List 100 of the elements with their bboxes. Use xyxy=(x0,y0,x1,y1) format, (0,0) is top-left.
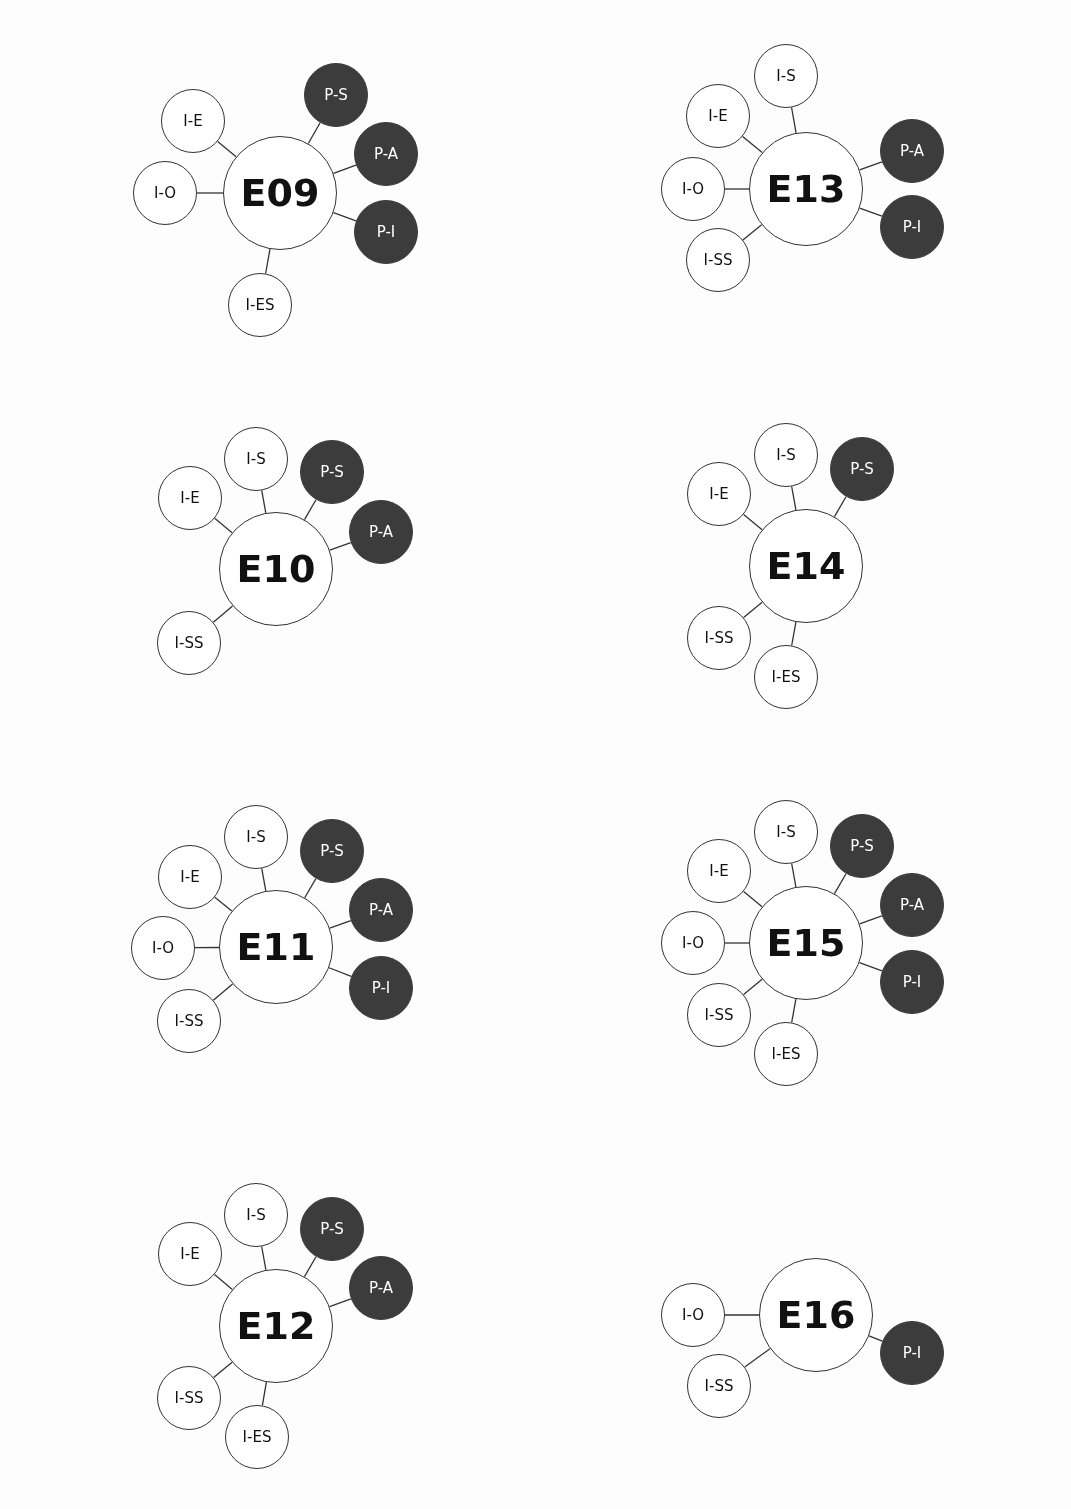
connector-line xyxy=(868,1335,883,1342)
connector-line xyxy=(214,896,233,912)
connector-line xyxy=(214,517,233,534)
node-circle: I-SS xyxy=(687,1354,751,1418)
node-circle: I-S xyxy=(224,1183,288,1247)
connector-line xyxy=(196,192,224,194)
connector-line xyxy=(833,873,847,895)
hub-circle: E12 xyxy=(219,1269,333,1383)
node-circle: P-A xyxy=(354,122,418,186)
node-circle: P-S xyxy=(830,437,894,501)
connector-line xyxy=(833,496,847,518)
node-circle: P-S xyxy=(304,63,368,127)
node-circle: P-I xyxy=(880,950,944,1014)
node-circle: I-SS xyxy=(687,606,751,670)
connector-line xyxy=(790,106,797,134)
connector-line xyxy=(303,499,317,521)
connector-line xyxy=(213,1361,233,1379)
connector-line xyxy=(212,983,234,1001)
node-circle: I-S xyxy=(754,800,818,864)
connector-line xyxy=(724,188,750,190)
node-circle: I-ES xyxy=(225,1405,289,1469)
node-circle: I-O xyxy=(133,161,197,225)
node-circle: I-E xyxy=(687,462,751,526)
connector-line xyxy=(791,862,797,888)
node-circle: I-E xyxy=(158,466,222,530)
connector-line xyxy=(743,978,763,996)
node-circle: I-O xyxy=(661,1283,725,1347)
node-circle: P-A xyxy=(880,873,944,937)
node-circle: P-A xyxy=(349,878,413,942)
node-circle: P-I xyxy=(349,956,413,1020)
connector-line xyxy=(724,1314,760,1316)
hub-circle: E15 xyxy=(749,886,863,1000)
node-circle: I-O xyxy=(661,157,725,221)
node-circle: I-ES xyxy=(754,645,818,709)
connector-line xyxy=(742,224,763,241)
connector-line xyxy=(213,1273,233,1291)
connector-line xyxy=(859,207,883,217)
node-circle: P-A xyxy=(880,119,944,183)
node-circle: P-I xyxy=(880,195,944,259)
connector-line xyxy=(329,920,352,929)
node-circle: I-E xyxy=(158,1222,222,1286)
connector-line xyxy=(265,248,271,275)
node-circle: P-I xyxy=(880,1321,944,1385)
connector-line xyxy=(859,161,883,171)
node-circle: I-S xyxy=(754,423,818,487)
node-circle: I-ES xyxy=(754,1022,818,1086)
connector-line xyxy=(261,867,267,892)
node-circle: P-A xyxy=(349,1256,413,1320)
connector-line xyxy=(743,890,763,908)
node-circle: I-SS xyxy=(157,611,221,675)
node-circle: I-O xyxy=(131,916,195,980)
connector-line xyxy=(304,878,317,899)
connector-line xyxy=(791,485,797,511)
connector-line xyxy=(261,1245,267,1271)
hub-circle: E14 xyxy=(749,509,863,623)
connector-line xyxy=(307,122,321,145)
node-circle: I-S xyxy=(224,805,288,869)
connector-line xyxy=(791,621,797,647)
node-circle: I-SS xyxy=(686,228,750,292)
node-circle: P-S xyxy=(300,1197,364,1261)
connector-line xyxy=(261,489,267,514)
connector-line xyxy=(742,135,763,154)
connector-line xyxy=(212,605,234,623)
node-circle: I-E xyxy=(161,89,225,153)
node-circle: I-S xyxy=(224,427,288,491)
node-circle: I-SS xyxy=(157,989,221,1053)
connector-line xyxy=(194,946,220,949)
hub-circle: E16 xyxy=(759,1258,873,1372)
node-circle: I-E xyxy=(687,839,751,903)
node-circle: P-A xyxy=(349,500,413,564)
node-circle: P-S xyxy=(300,819,364,883)
connector-line xyxy=(791,998,797,1024)
connector-line xyxy=(858,962,883,972)
node-circle: I-SS xyxy=(687,983,751,1047)
node-circle: P-I xyxy=(354,200,418,264)
hub-circle: E13 xyxy=(749,132,863,246)
node-circle: I-E xyxy=(686,84,750,148)
connector-line xyxy=(743,601,763,619)
connector-line xyxy=(261,1381,268,1407)
connector-line xyxy=(303,1256,317,1278)
node-circle: I-S xyxy=(754,44,818,108)
connector-line xyxy=(328,1298,352,1308)
connector-line xyxy=(743,513,763,531)
hub-circle: E11 xyxy=(219,890,333,1004)
node-circle: I-E xyxy=(158,845,222,909)
connector-line xyxy=(328,967,352,977)
connector-line xyxy=(332,164,357,174)
connector-line xyxy=(332,212,357,222)
node-circle: P-S xyxy=(830,814,894,878)
connector-line xyxy=(329,542,352,551)
connector-line xyxy=(724,942,750,944)
connector-line xyxy=(744,1348,771,1368)
hub-circle: E09 xyxy=(223,136,337,250)
node-circle: I-ES xyxy=(228,273,292,337)
node-circle: I-O xyxy=(661,911,725,975)
node-circle: P-S xyxy=(300,440,364,504)
connector-line xyxy=(217,140,237,158)
connector-line xyxy=(859,915,883,925)
hub-circle: E10 xyxy=(219,512,333,626)
node-circle: I-SS xyxy=(157,1366,221,1430)
